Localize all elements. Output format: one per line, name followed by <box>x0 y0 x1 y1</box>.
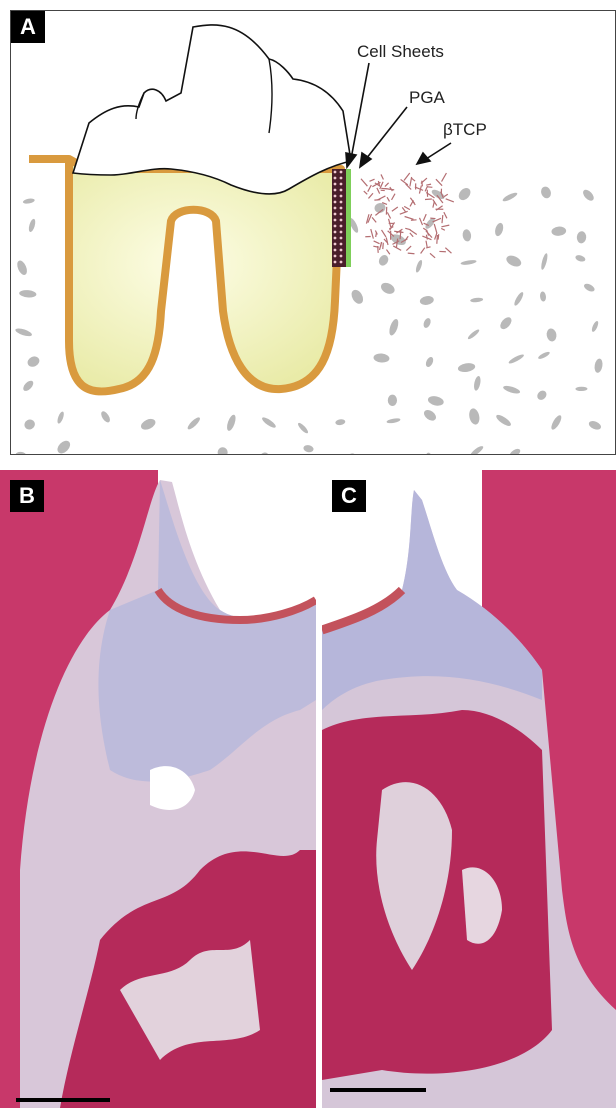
cell-sheets-label: Cell Sheets <box>357 42 444 61</box>
pga-label: PGA <box>409 88 446 107</box>
btcp-label: βTCP <box>443 120 487 139</box>
histology-c-svg <box>322 470 616 1108</box>
histology-b-svg <box>0 470 316 1108</box>
panel-a-label: A <box>11 11 45 43</box>
btcp-granules <box>361 173 454 258</box>
tooth-crown <box>73 25 351 194</box>
panel-b-label: B <box>10 480 44 512</box>
panel-c-label: C <box>332 480 366 512</box>
root-outline <box>29 159 341 392</box>
pga-layer <box>346 169 351 267</box>
scale-bar <box>330 1088 426 1092</box>
panel-a-schematic: A Cell Sh <box>10 10 616 455</box>
panel-c-histology: C <box>322 470 616 1108</box>
schematic-svg: Cell Sheets PGA βTCP <box>11 11 616 455</box>
scale-bar <box>16 1098 110 1102</box>
panel-b-histology: B <box>0 470 316 1108</box>
annotation-arrows <box>346 63 451 167</box>
